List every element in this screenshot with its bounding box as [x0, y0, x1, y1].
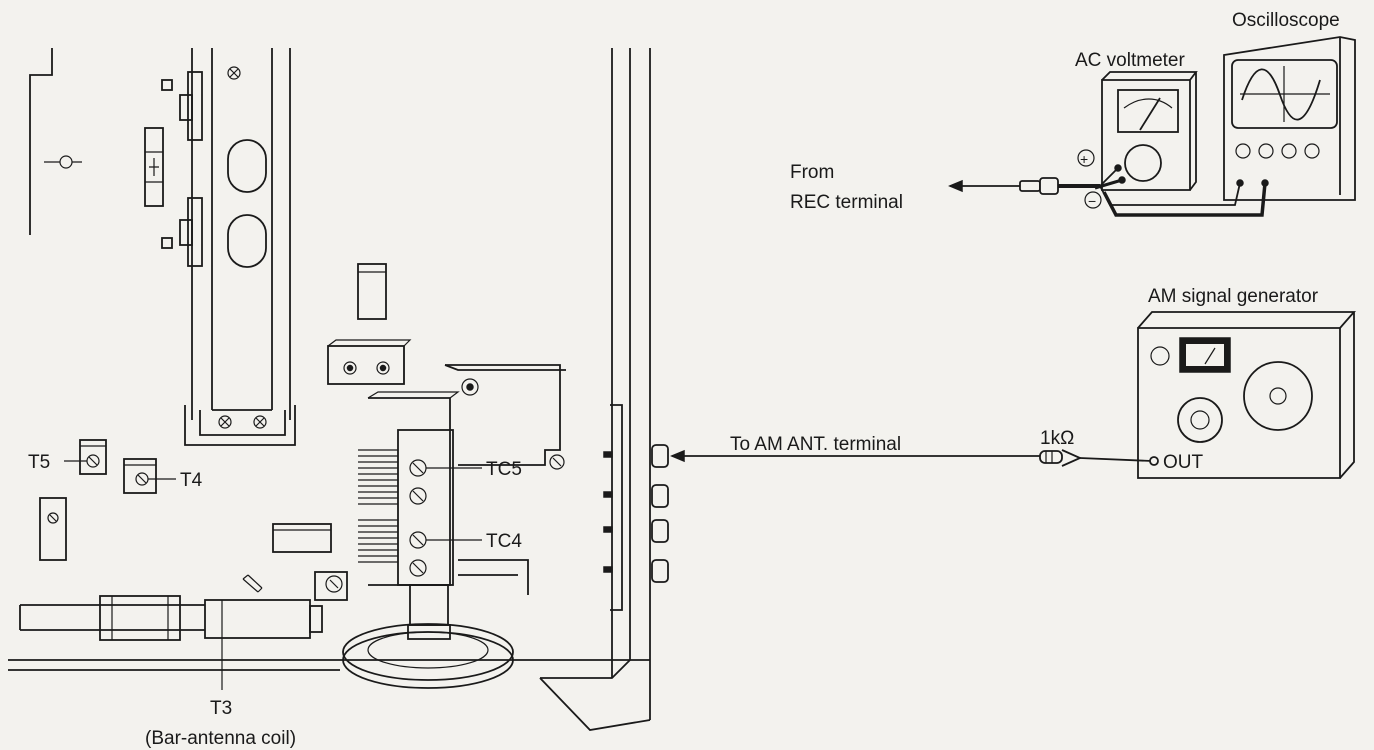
signal-generator-label: AM signal generator	[1148, 286, 1319, 307]
tuning-capacitor	[342, 364, 566, 689]
am-signal-generator	[1137, 311, 1356, 479]
tc5-label: TC5	[486, 459, 522, 480]
tc4-label: TC4	[486, 531, 522, 552]
misc-components	[242, 263, 412, 601]
coil-t4	[123, 458, 176, 494]
t3-desc-label: (Bar-antenna coil)	[145, 728, 296, 749]
from-label: From	[790, 162, 834, 183]
ac-voltmeter	[1101, 71, 1198, 191]
antenna-cable	[670, 449, 1159, 467]
resistor-label: 1kΩ	[1040, 428, 1074, 449]
coil-t5	[64, 439, 107, 475]
rec-terminal-label: REC terminal	[790, 192, 903, 213]
am-ant-terminal-label: To AM ANT. terminal	[730, 434, 901, 455]
chassis-outline	[8, 48, 651, 731]
ac-voltmeter-label: AC voltmeter	[1075, 50, 1185, 71]
t3-label: T3	[210, 698, 232, 719]
minus-label: −	[1088, 193, 1096, 209]
labels: Oscilloscope AC voltmeter AM signal gene…	[28, 10, 1340, 749]
fuse-holder	[144, 127, 164, 207]
plus-label: +	[1080, 151, 1088, 167]
terminal-panel	[603, 404, 669, 611]
oscilloscope	[1223, 36, 1356, 201]
capacitor-left	[39, 497, 67, 561]
oscilloscope-label: Oscilloscope	[1232, 10, 1340, 31]
rec-cable	[948, 149, 1267, 217]
t5-label: T5	[28, 452, 50, 473]
vertical-rail	[161, 48, 296, 446]
t4-label: T4	[180, 470, 203, 491]
bar-antenna-t3	[19, 595, 323, 690]
out-label: OUT	[1163, 452, 1204, 473]
